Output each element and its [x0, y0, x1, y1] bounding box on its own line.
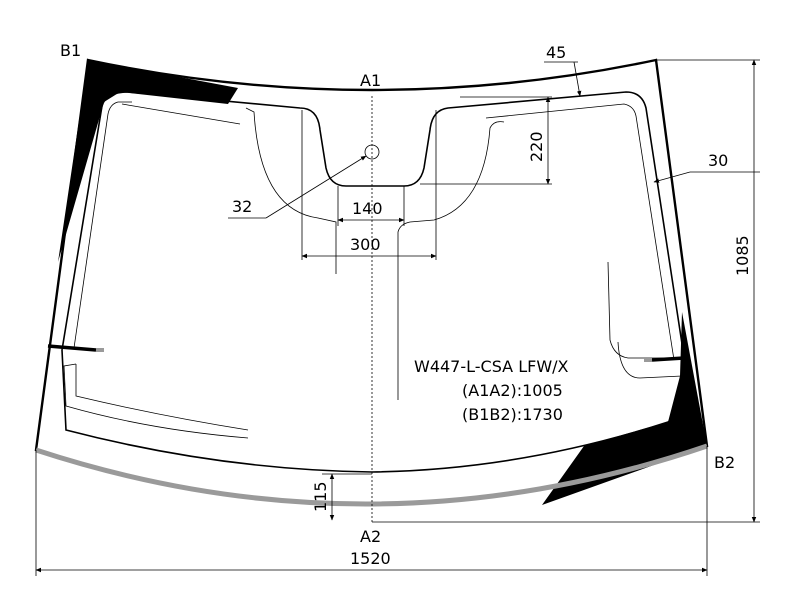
dim-115-label: 115 [311, 481, 330, 512]
dim-1085-label: 1085 [733, 235, 752, 276]
part-code: W447-L-CSA LFW/X [414, 357, 569, 376]
dim-30-leader [653, 171, 691, 183]
dim-140-label: 140 [352, 199, 383, 218]
dim-45-leader [573, 61, 582, 97]
visible-area-outline [61, 91, 687, 473]
dim-30-label: 30 [708, 151, 728, 170]
point-a1-label: A1 [360, 71, 381, 90]
glass-bottom-edge [35, 443, 708, 507]
dim-45-label: 45 [546, 43, 566, 62]
dim-220-label: 220 [527, 131, 546, 162]
left-side-mark [47, 344, 97, 352]
point-a2-label: A2 [360, 527, 381, 546]
dim-300-label: 300 [350, 235, 381, 254]
b1b2-value: (B1B2):1730 [462, 405, 563, 424]
inner-frit-lower [63, 261, 683, 439]
sensor-circle [364, 144, 380, 160]
dim-1520-label: 1520 [350, 549, 391, 568]
inner-frit-outline [73, 101, 675, 400]
glass-outline [34, 58, 709, 506]
dim-32-label: 32 [232, 197, 252, 216]
right-side-mark [651, 356, 685, 362]
dim-32-leader [265, 155, 367, 219]
point-b2-label: B2 [714, 453, 735, 472]
a1a2-value: (A1A2):1005 [462, 381, 563, 400]
point-b1-label: B1 [60, 41, 81, 60]
